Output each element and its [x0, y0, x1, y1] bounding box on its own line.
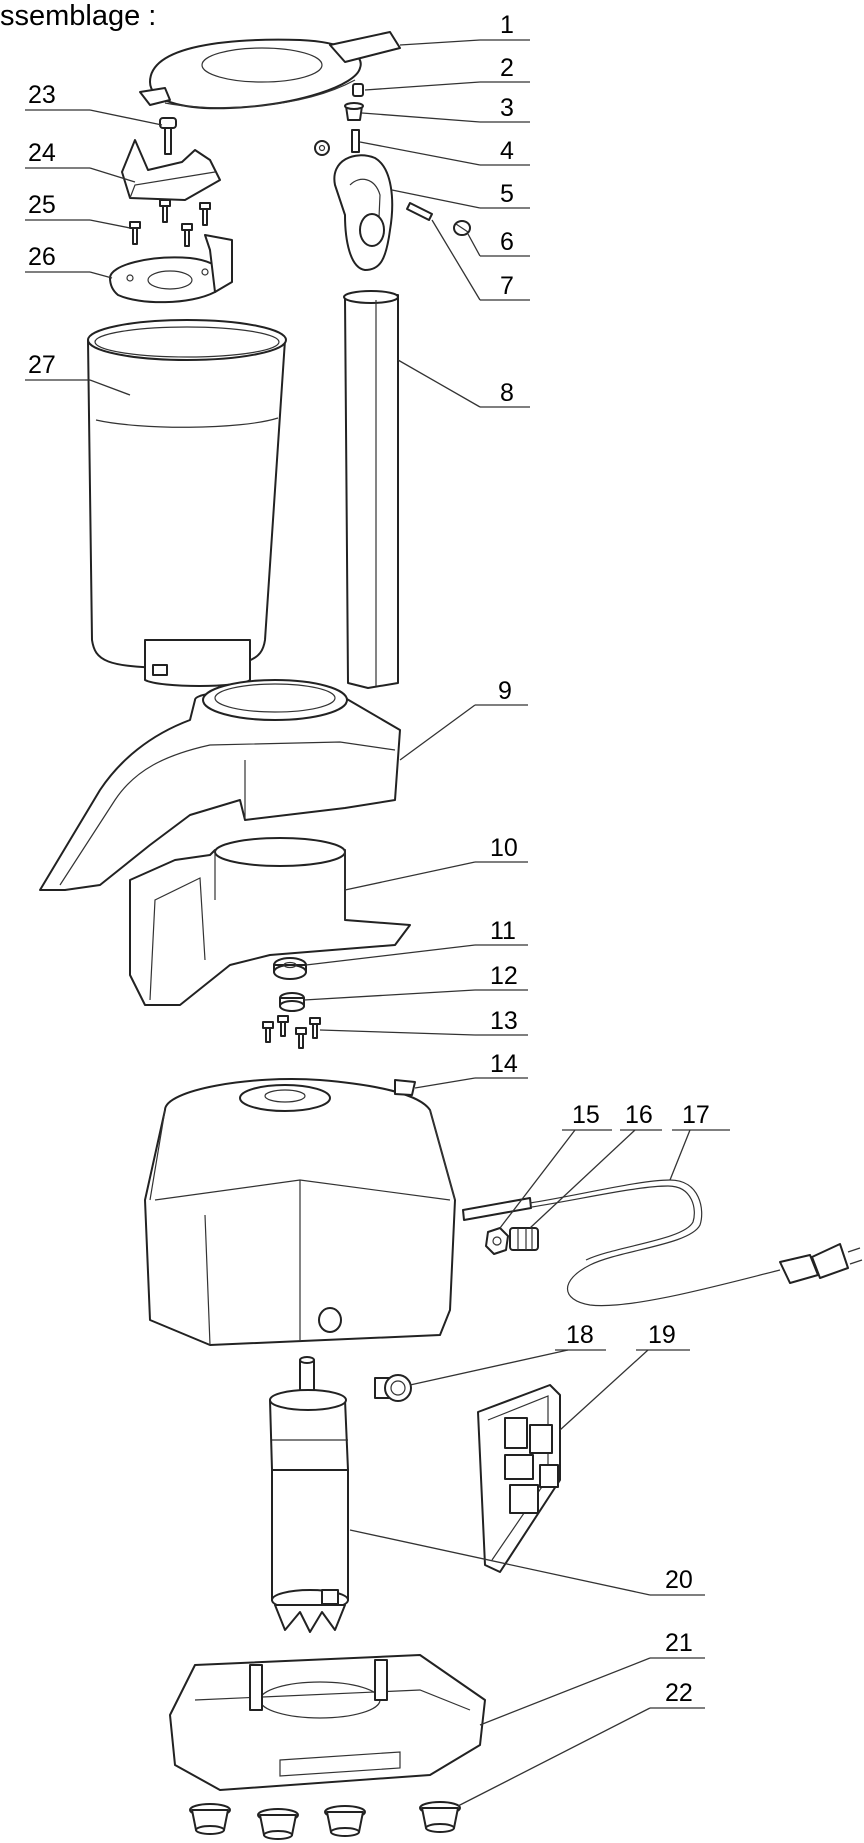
callout-8: 8 — [500, 379, 514, 407]
part-base — [169, 1654, 486, 1791]
callout-19: 19 — [648, 1321, 676, 1349]
callout-26: 26 — [28, 243, 56, 271]
part-screw-top — [159, 117, 177, 155]
part-cap — [344, 102, 364, 121]
callout-2: 2 — [500, 54, 514, 82]
part-axle-pin — [406, 202, 433, 221]
part-pin — [351, 129, 360, 153]
part-cable-gland — [509, 1227, 539, 1251]
callout-1: 1 — [500, 11, 514, 39]
part-blade-holder — [121, 139, 221, 201]
callout-25: 25 — [28, 191, 56, 219]
callout-24: 24 — [28, 139, 56, 167]
part-lever-bracket — [333, 154, 394, 271]
part-small-cap — [352, 83, 364, 97]
part-ring — [279, 992, 305, 1012]
part-lid — [139, 31, 401, 110]
callout-22: 22 — [665, 1679, 693, 1707]
callout-27: 27 — [28, 351, 56, 379]
part-bolts — [262, 1015, 321, 1049]
callout-16: 16 — [625, 1101, 653, 1129]
part-washer-small — [314, 140, 330, 156]
callout-10: 10 — [490, 834, 518, 862]
callout-21: 21 — [665, 1629, 693, 1657]
callout-7: 7 — [500, 272, 514, 300]
callout-5: 5 — [500, 180, 514, 208]
callout-13: 13 — [490, 1007, 518, 1035]
callout-3: 3 — [500, 94, 514, 122]
part-inner-chute — [129, 837, 411, 1006]
part-chute-housing — [39, 679, 401, 891]
callout-labels: 1 2 3 4 5 6 7 8 9 10 11 12 13 14 15 16 1… — [28, 11, 710, 1707]
callout-20: 20 — [665, 1566, 693, 1594]
part-power-cord — [462, 1179, 863, 1307]
part-nut — [485, 1227, 509, 1255]
callout-9: 9 — [498, 677, 512, 705]
assembly-heading: ssemblage : — [0, 0, 157, 32]
part-switch — [374, 1374, 412, 1402]
callout-6: 6 — [500, 228, 514, 256]
part-circuit-board — [477, 1384, 561, 1573]
leader-lines — [25, 39, 730, 1807]
part-bearing — [273, 957, 307, 980]
callout-18: 18 — [566, 1321, 594, 1349]
part-feet — [189, 1801, 461, 1840]
callout-23: 23 — [28, 81, 56, 109]
part-plate — [109, 234, 233, 304]
part-jar — [87, 319, 287, 687]
callout-12: 12 — [490, 962, 518, 990]
part-motor — [269, 1356, 349, 1633]
part-knob — [453, 220, 471, 236]
callout-4: 4 — [500, 137, 514, 165]
callout-17: 17 — [682, 1101, 710, 1129]
callout-15: 15 — [572, 1101, 600, 1129]
part-column-tube — [343, 290, 399, 689]
part-motor-housing — [144, 1078, 456, 1346]
callout-14: 14 — [490, 1050, 518, 1078]
part-screws — [129, 199, 211, 247]
callout-11: 11 — [490, 917, 516, 945]
